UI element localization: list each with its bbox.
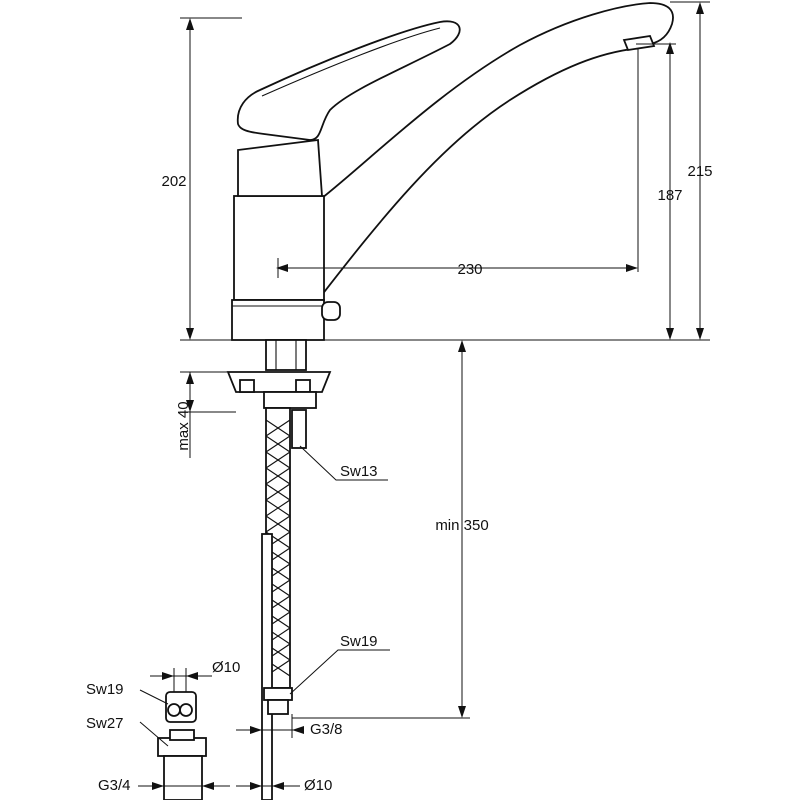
hose-end-nut — [263, 687, 293, 701]
label-202: 202 — [161, 173, 186, 190]
mounting-assembly — [226, 339, 332, 449]
lever-handle — [236, 20, 461, 141]
label-g38: G3/8 — [310, 721, 343, 738]
label-max-40: max 40 — [175, 401, 192, 450]
label-min-350: min 350 — [435, 517, 488, 534]
adapter-thread-g34 — [163, 755, 203, 800]
faucet-body — [231, 2, 674, 341]
label-sw19-adapter: Sw19 — [86, 681, 124, 698]
knob — [321, 301, 341, 321]
threaded-shank — [265, 339, 307, 371]
label-sw13: Sw13 — [340, 463, 378, 480]
washer — [263, 391, 317, 409]
hose-end-fitting — [267, 699, 289, 715]
dimension-lines — [138, 1, 710, 790]
label-sw27: Sw27 — [86, 715, 124, 732]
sw13-nut — [291, 409, 307, 449]
dimension-labels: 202 215 187 230 max 40 min 350 Sw13 Sw19… — [86, 163, 713, 794]
adapter-fitting — [157, 691, 207, 800]
base-ring — [231, 299, 325, 341]
label-230: 230 — [457, 261, 482, 278]
lever-highlight — [261, 27, 441, 97]
label-d10-adapter: Ø10 — [212, 659, 240, 676]
spout — [316, 2, 674, 303]
label-d10-hose: Ø10 — [304, 777, 332, 794]
label-g34: G3/4 — [98, 777, 131, 794]
body-cylinder — [233, 195, 325, 301]
copper-pipe — [261, 533, 273, 800]
label-215: 215 — [687, 163, 712, 180]
label-sw19-hose: Sw19 — [340, 633, 378, 650]
cartridge-cap — [237, 138, 323, 197]
aerator — [622, 35, 656, 51]
hoses — [261, 407, 293, 800]
label-187: 187 — [657, 187, 682, 204]
